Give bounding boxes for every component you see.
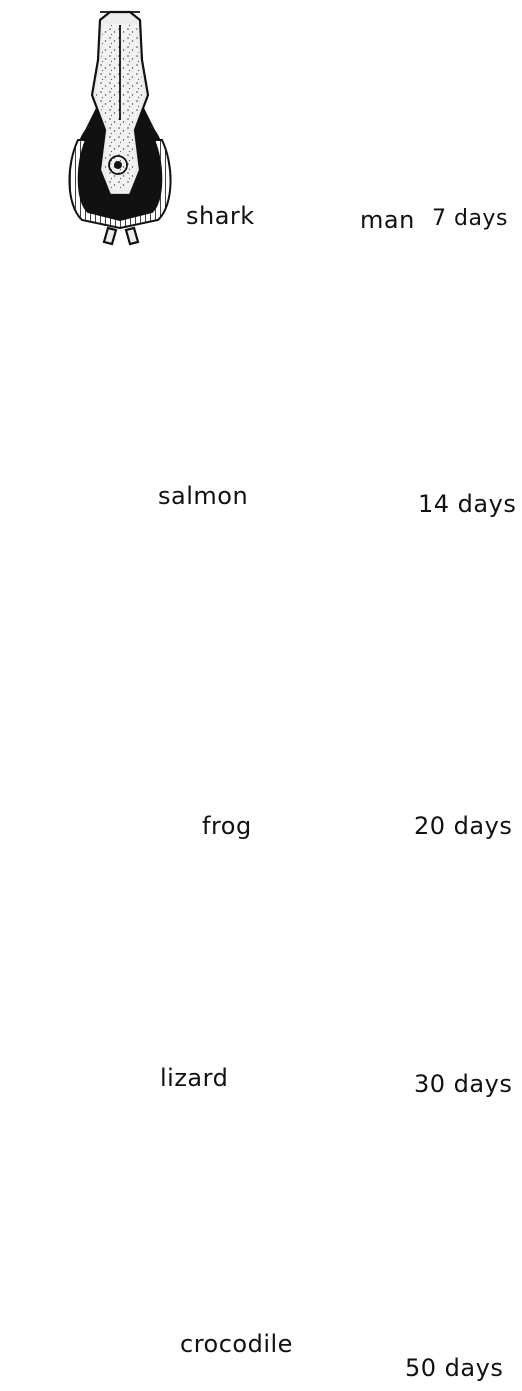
label-frog: frog — [202, 812, 252, 840]
label-20-days: 20 days — [414, 812, 512, 840]
label-30-days: 30 days — [414, 1070, 512, 1098]
label-crocodile: crocodile — [180, 1330, 293, 1358]
shark-heart-drawing — [69, 12, 170, 244]
label-7-days: 7 days — [432, 206, 508, 231]
label-salmon: salmon — [158, 482, 248, 510]
label-14-days: 14 days — [418, 490, 516, 518]
label-shark: shark — [186, 202, 255, 230]
label-50-days: 50 days — [405, 1354, 503, 1382]
label-lizard: lizard — [160, 1064, 228, 1092]
label-man: man — [360, 206, 415, 234]
